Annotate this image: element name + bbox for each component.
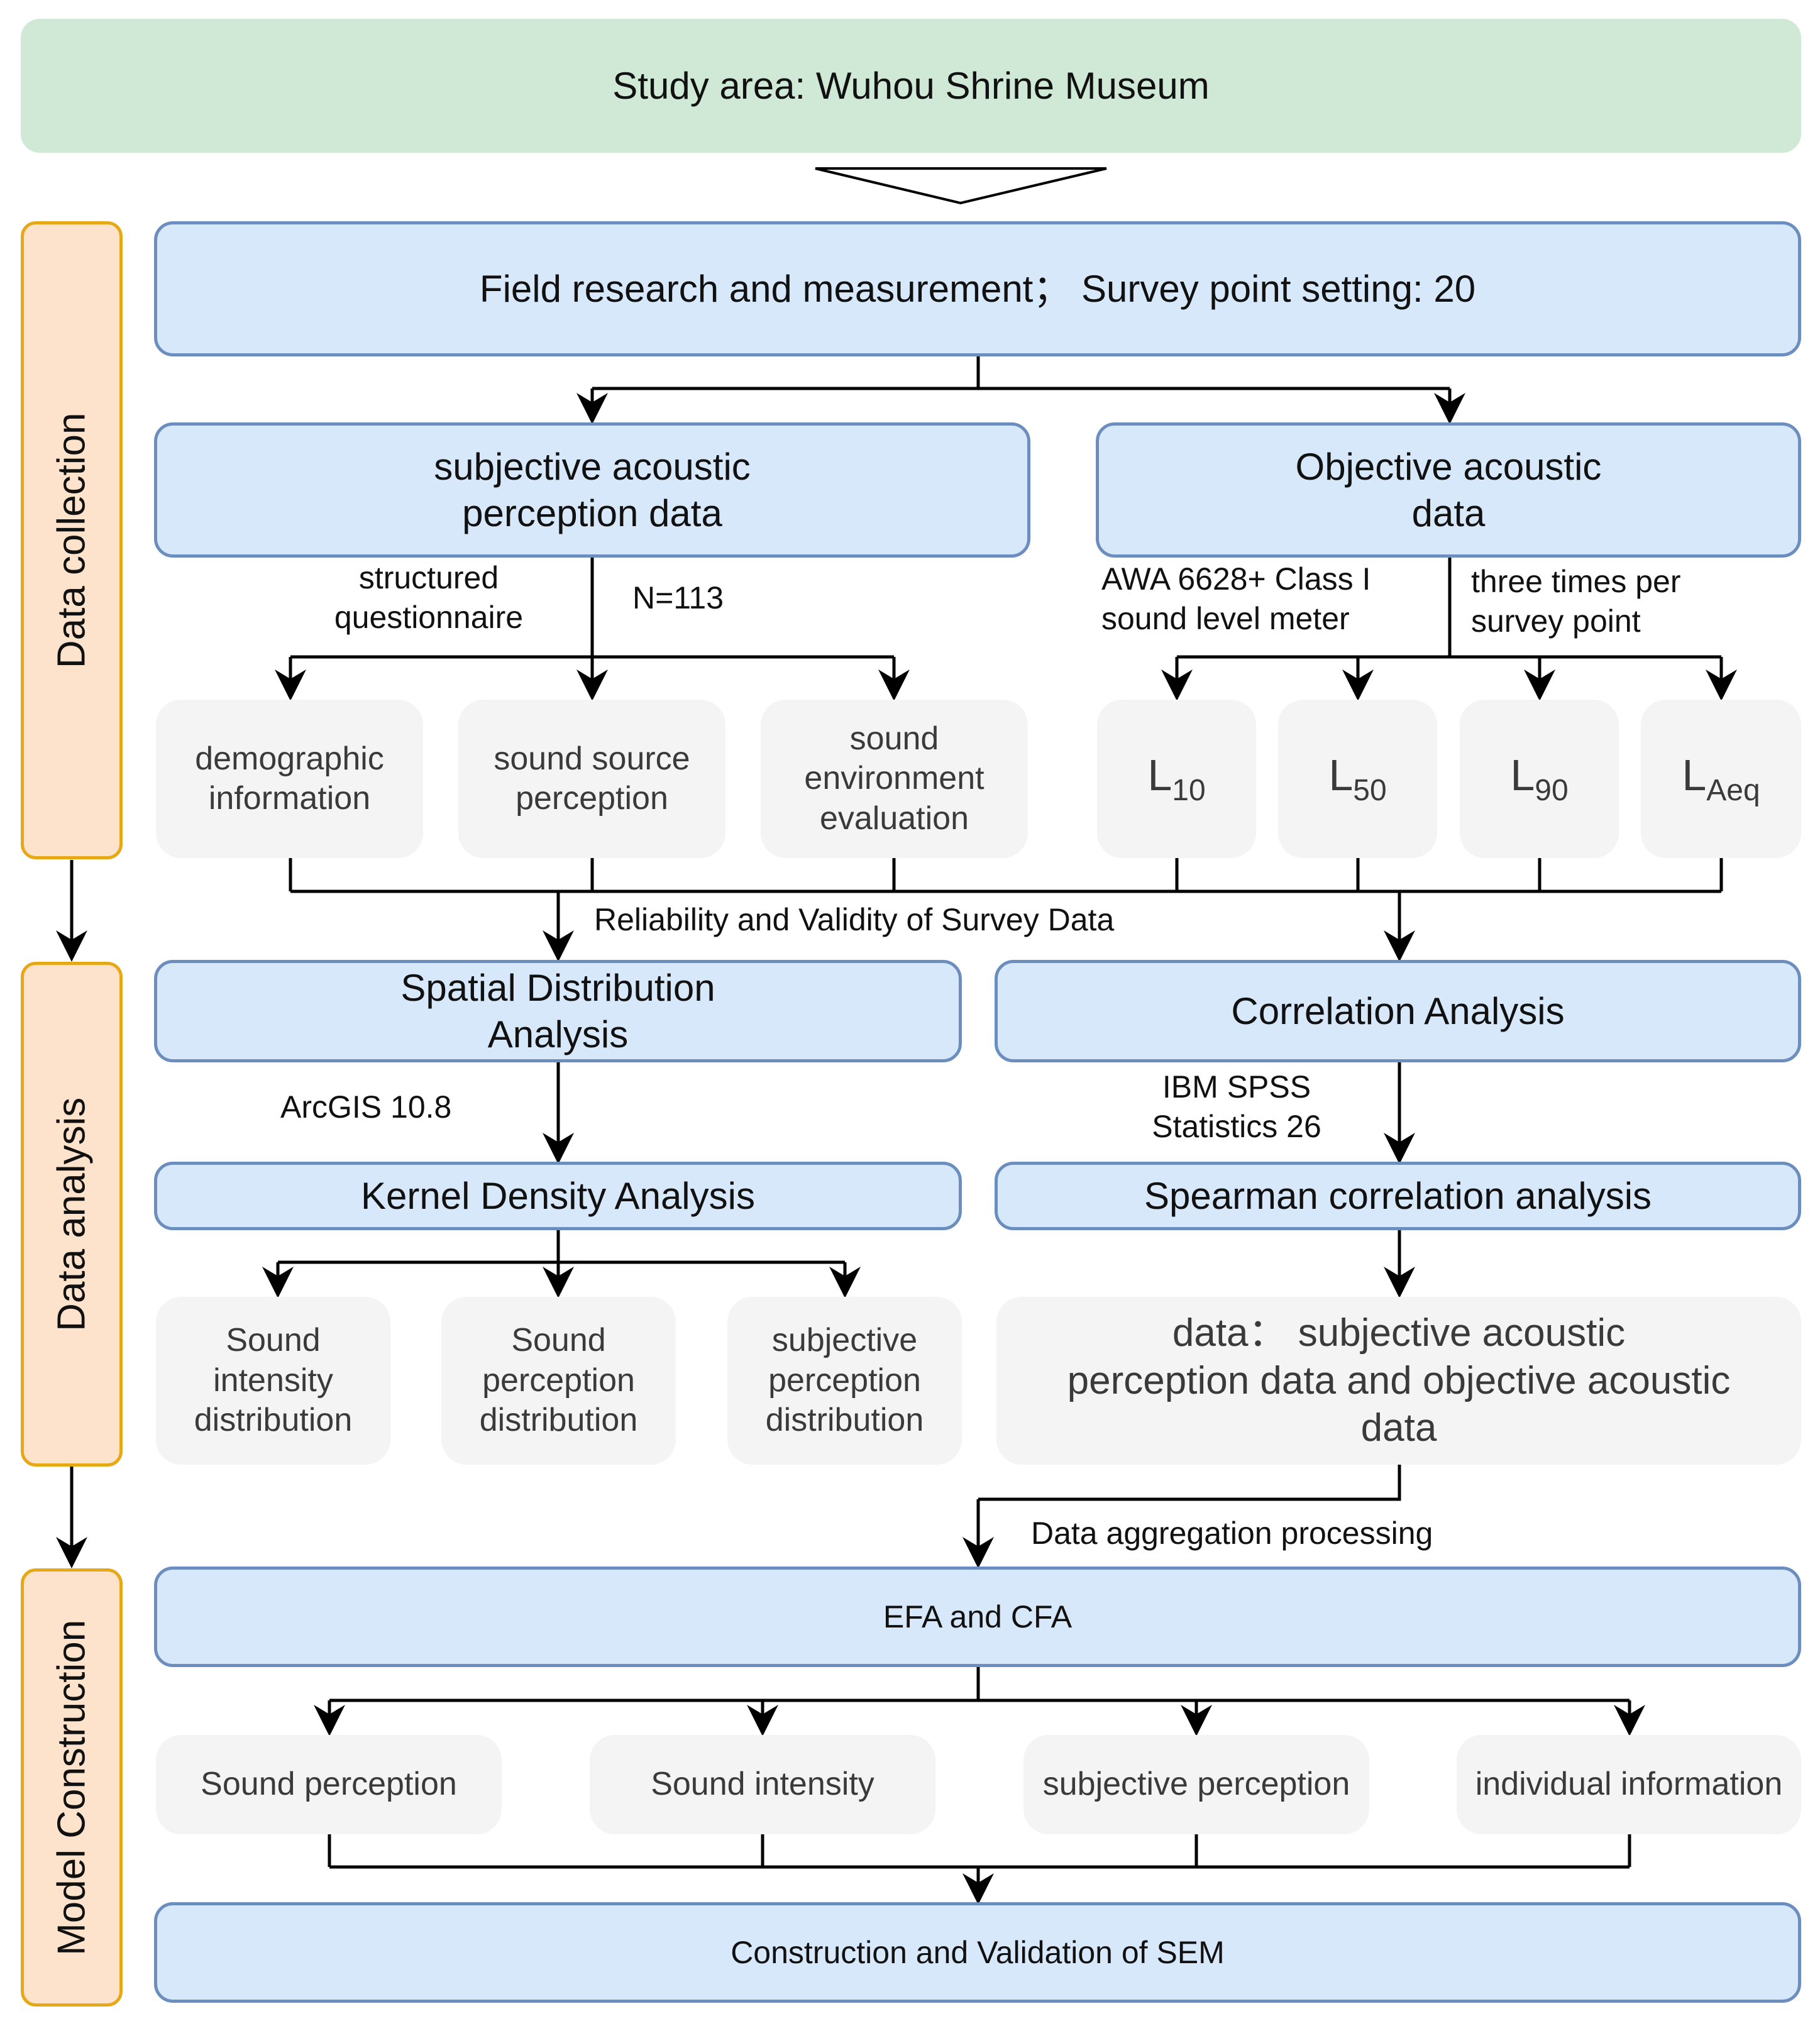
level-l50-box: L50 [1278, 700, 1437, 858]
correlation-analysis-box: Correlation Analysis [995, 960, 1801, 1062]
reliability-label: Reliability and Validity of Survey Data [594, 902, 1115, 937]
spearman-correlation-box: Spearman correlation analysis [995, 1162, 1801, 1230]
kernel-density-box: Kernel Density Analysis [154, 1162, 962, 1230]
factor-sound-perception-box: Sound perception [156, 1735, 502, 1834]
arcgis-label: ArcGIS 10.8 [280, 1089, 452, 1125]
factor-subjective-perception-box: subjective perception [1023, 1735, 1369, 1834]
down-triangle [815, 167, 1107, 205]
sample-size-label: N=113 [632, 580, 724, 615]
efa-cfa-box: EFA and CFA [154, 1567, 1801, 1667]
study-area-text: Study area: Wuhou Shrine Museum [612, 64, 1210, 107]
factor-individual-information-box: individual information [1457, 1735, 1801, 1834]
study-area-banner: Study area: Wuhou Shrine Museum [21, 19, 1801, 153]
factor-sound-intensity-box: Sound intensity [590, 1735, 935, 1834]
level-l10-box: L10 [1097, 700, 1256, 858]
level-laeq-box: LAeq [1641, 700, 1801, 858]
level-l90-box: L90 [1460, 700, 1619, 858]
aggregation-label: Data aggregation processing [1031, 1516, 1433, 1551]
phase-data-collection: Data collection [21, 221, 123, 859]
field-research-box: Field research and measurement； Survey p… [154, 221, 1801, 356]
sem-box: Construction and Validation of SEM [154, 1902, 1801, 2003]
phase-model-construction: Model Construction [21, 1568, 123, 2007]
phase-data-analysis: Data analysis [21, 962, 123, 1467]
